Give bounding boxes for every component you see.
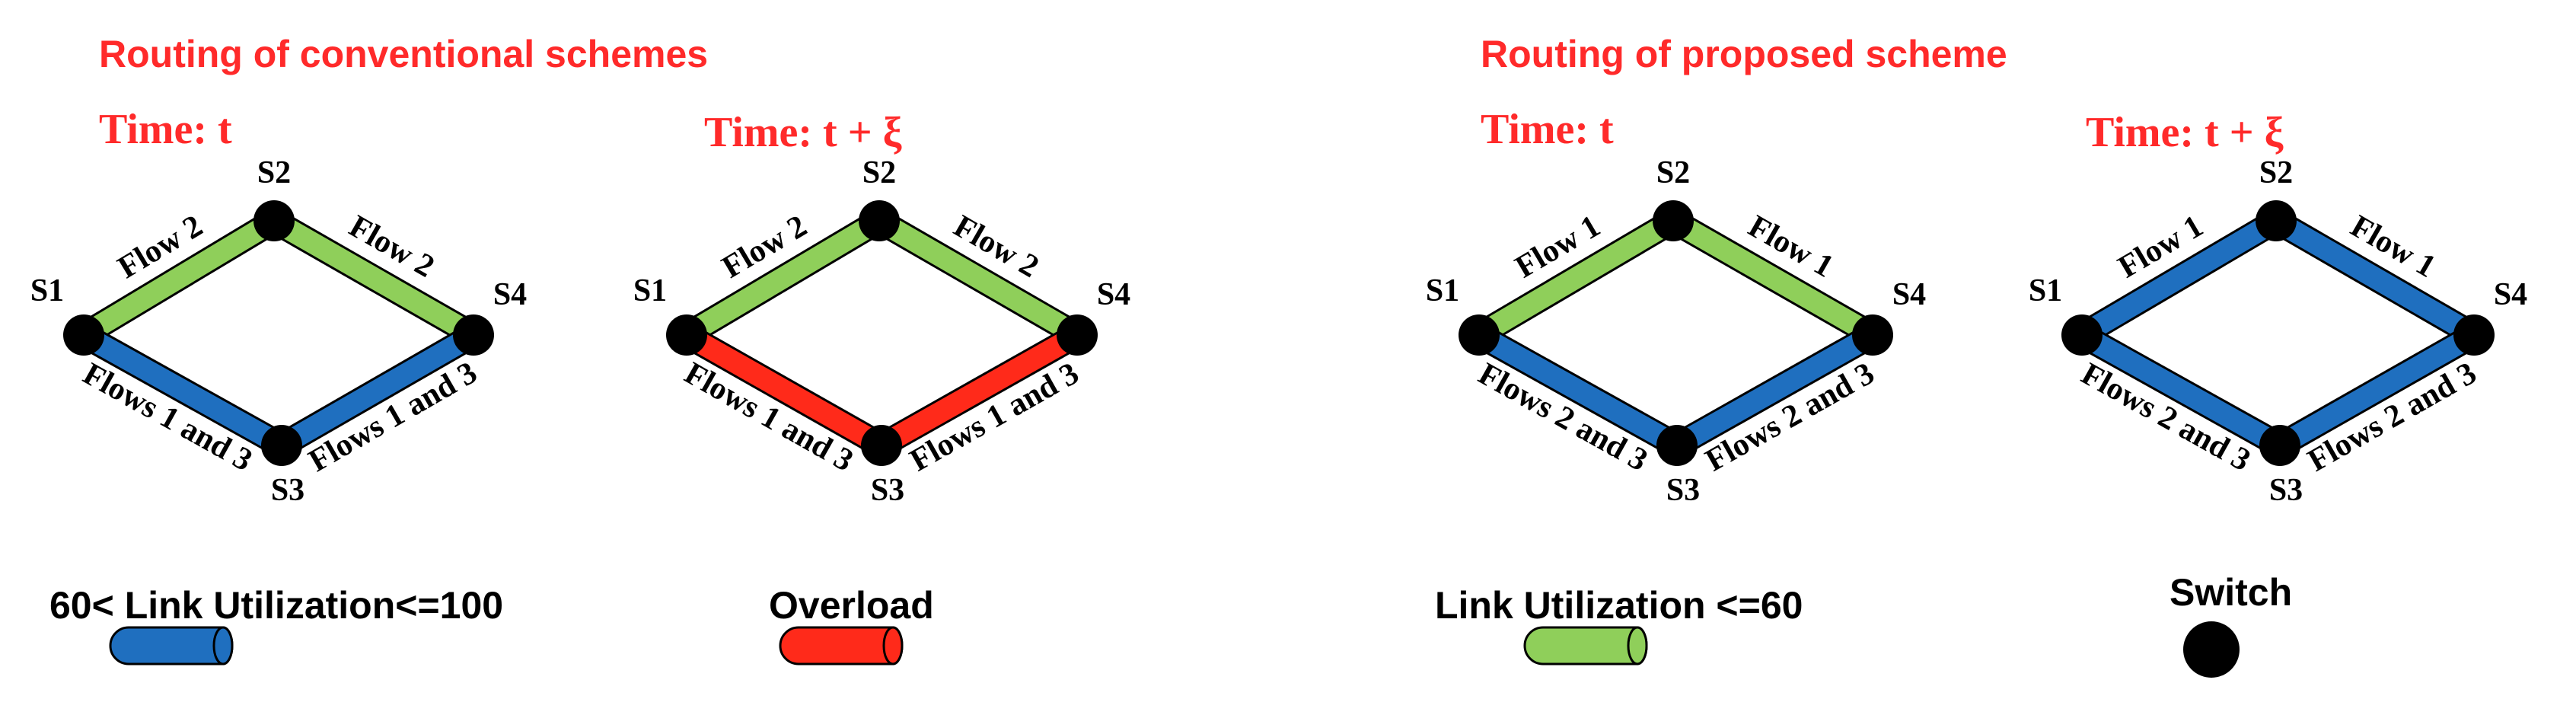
link-s1-s2 [78, 211, 280, 345]
switch-node-s3 [2259, 425, 2300, 466]
legend-label: Switch [2170, 571, 2292, 614]
switch-node-s1 [63, 314, 104, 356]
link-s1-s3 [681, 325, 887, 455]
link-s3-s4 [876, 325, 1082, 455]
switch-icon [2183, 621, 2240, 678]
link-s3-s4 [2275, 325, 2479, 455]
node-label-s2: S2 [257, 155, 291, 190]
heading-proposed: Routing of proposed scheme [1481, 33, 2007, 75]
node-label-s3: S3 [871, 473, 904, 508]
link-s1-s2 [681, 211, 885, 345]
node-label-s3: S3 [1666, 473, 1700, 508]
legend-item-overload: Overload [769, 584, 934, 666]
link-s2-s4 [269, 211, 479, 345]
panel-time-label: Time: t + ξ [704, 109, 902, 156]
legend-label: Link Utilization <=60 [1435, 584, 1803, 627]
node-label-s1: S1 [633, 273, 667, 308]
link-s2-s4 [1668, 211, 1878, 345]
switch-node-s2 [2256, 200, 2297, 241]
switch-node-s1 [666, 314, 707, 356]
switch-node-s2 [859, 200, 900, 241]
link-s3-s4 [1672, 325, 1878, 455]
switch-node-s3 [261, 425, 302, 466]
switch-node-s3 [1656, 425, 1698, 466]
node-label-s4: S4 [2494, 277, 2527, 312]
link-s1-s3 [1474, 325, 1682, 455]
cylinder-icon [779, 626, 904, 666]
switch-node-s1 [2061, 314, 2103, 356]
cylinder-cap [882, 626, 904, 666]
link-s1-s3 [78, 325, 287, 455]
node-label-s4: S4 [1892, 277, 1926, 312]
switch-node-s4 [1852, 314, 1893, 356]
node-label-s1: S1 [1426, 273, 1459, 308]
switch-node-s3 [861, 425, 902, 466]
switch-node-s4 [2453, 314, 2495, 356]
link-s3-s4 [276, 325, 479, 455]
link-s2-s4 [874, 211, 1082, 345]
node-label-s3: S3 [271, 473, 304, 508]
panel-time-label: Time: t [99, 106, 232, 153]
link-s1-s2 [2076, 211, 2282, 345]
panel-time-label: Time: t + ξ [2086, 109, 2284, 156]
node-label-s2: S2 [1656, 155, 1690, 190]
legend-label: Overload [769, 584, 934, 627]
panel-time-label: Time: t [1481, 106, 1614, 153]
cylinder-cap [212, 626, 234, 666]
switch-node-s2 [1653, 200, 1694, 241]
node-label-s2: S2 [2259, 155, 2293, 190]
legend-item-utilization-le-60: Link Utilization <=60 [1435, 584, 1803, 666]
node-label-s4: S4 [493, 277, 527, 312]
cylinder-cap [1627, 626, 1648, 666]
legend: 60< Link Utilization<=100 Overload Link … [49, 571, 2292, 678]
switch-node-s4 [1057, 314, 1098, 356]
switch-node-s2 [253, 200, 295, 241]
legend-item-switch: Switch [2170, 571, 2292, 678]
legend-item-utilization-60-100: 60< Link Utilization<=100 [49, 584, 503, 666]
node-label-s1: S1 [2029, 273, 2062, 308]
link-s1-s3 [2077, 325, 2285, 455]
node-label-s3: S3 [2269, 473, 2303, 508]
heading-conventional: Routing of conventional schemes [99, 33, 708, 75]
legend-label: 60< Link Utilization<=100 [49, 584, 503, 627]
link-s2-s4 [2271, 211, 2479, 345]
cylinder-icon [1523, 626, 1648, 666]
node-label-s4: S4 [1097, 277, 1130, 312]
link-s1-s2 [1473, 211, 1679, 345]
cylinder-icon [109, 626, 234, 666]
switch-node-s4 [453, 314, 494, 356]
switch-node-s1 [1459, 314, 1500, 356]
node-label-s2: S2 [862, 155, 896, 190]
node-label-s1: S1 [30, 273, 64, 308]
